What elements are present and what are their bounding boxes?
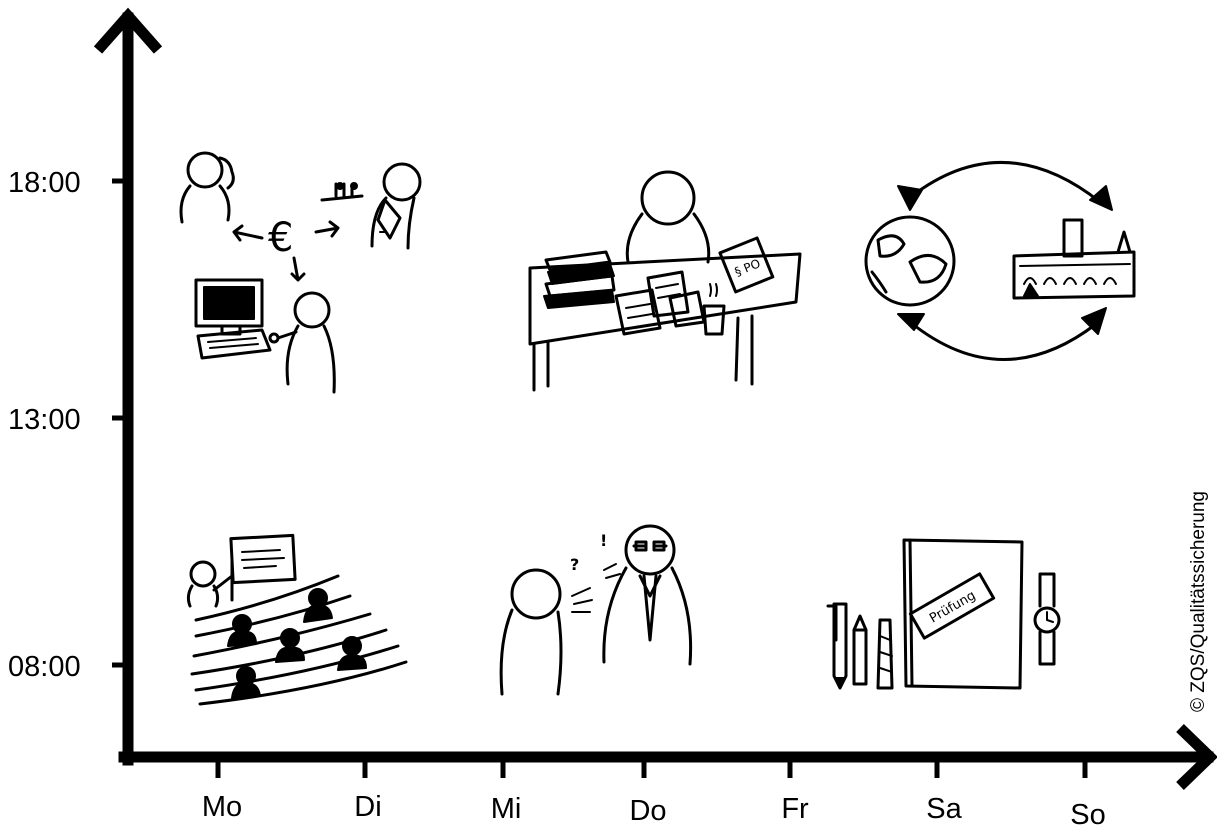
waiter-icon <box>320 162 422 250</box>
x-tick-label-mo: Mo <box>202 791 242 823</box>
y-tick-label-18: 18:00 <box>8 167 81 199</box>
pen-icon <box>826 602 848 690</box>
university-building-icon <box>1012 218 1136 300</box>
arrowhead-icon <box>897 185 923 211</box>
x-axis-labels: Mo Di Mi Do Fr Sa So <box>202 791 1106 831</box>
students-icon <box>227 588 367 699</box>
pencil-icon <box>852 614 868 686</box>
copyright-notice: © ZQS/Qualitätssicherung <box>1188 491 1209 712</box>
regulation-document-icon: § PO <box>718 236 775 294</box>
book-stack-icon <box>543 250 616 309</box>
exam-sheet-icon <box>902 538 1024 690</box>
illustration-consultation: ? ! <box>499 524 693 696</box>
illustration-exam: Prüfung <box>826 538 1061 690</box>
person-phone-icon <box>179 151 235 224</box>
arrowhead-icon <box>1089 185 1113 211</box>
person-at-computer-icon <box>268 291 336 394</box>
x-tick-label-do: Do <box>629 795 666 827</box>
computer-icon <box>194 278 272 360</box>
coffee-cup-icon <box>702 283 726 336</box>
euro-symbol: € <box>268 215 293 261</box>
x-tick-label-di: Di <box>354 791 381 823</box>
y-tick-label-13: 13:00 <box>8 404 81 436</box>
student-head <box>640 170 696 226</box>
illustration-jobs-finance: € <box>179 151 422 394</box>
arrowhead-icon <box>1081 307 1107 335</box>
x-tick-label-sa: Sa <box>926 793 962 825</box>
illustration-desk-study: § PO <box>528 170 802 392</box>
globe-icon <box>864 215 956 307</box>
arrow-down-icon <box>290 256 306 282</box>
arrowhead-icon <box>897 313 925 331</box>
y-tick-label-08: 08:00 <box>8 651 81 683</box>
marker-icon <box>876 618 894 690</box>
papers-icon <box>614 270 706 336</box>
y-axis-labels: 18:00 13:00 08:00 <box>8 167 81 683</box>
watch-icon <box>1033 572 1061 666</box>
arrow-right-icon <box>314 220 340 238</box>
x-tick-label-mi: Mi <box>491 793 522 825</box>
student-asking-head <box>510 568 562 620</box>
regulation-label: § PO <box>733 256 763 279</box>
illustration-study-abroad <box>864 160 1136 361</box>
arrow-left-icon <box>232 224 264 242</box>
exchange-arrow-top <box>910 160 1102 204</box>
axes <box>93 7 1217 790</box>
x-tick-label-fr: Fr <box>781 793 809 825</box>
y-axis-arrowhead <box>93 7 163 54</box>
exclamation-mark: ! <box>600 531 607 550</box>
illustration-lecture-hall <box>186 533 408 706</box>
x-axis-arrowhead <box>1176 724 1217 790</box>
professor-head <box>624 524 676 576</box>
exchange-arrow-bottom <box>908 320 1098 361</box>
lecturer-head <box>189 560 217 588</box>
x-tick-label-so: So <box>1070 799 1105 831</box>
question-mark: ? <box>570 555 579 574</box>
